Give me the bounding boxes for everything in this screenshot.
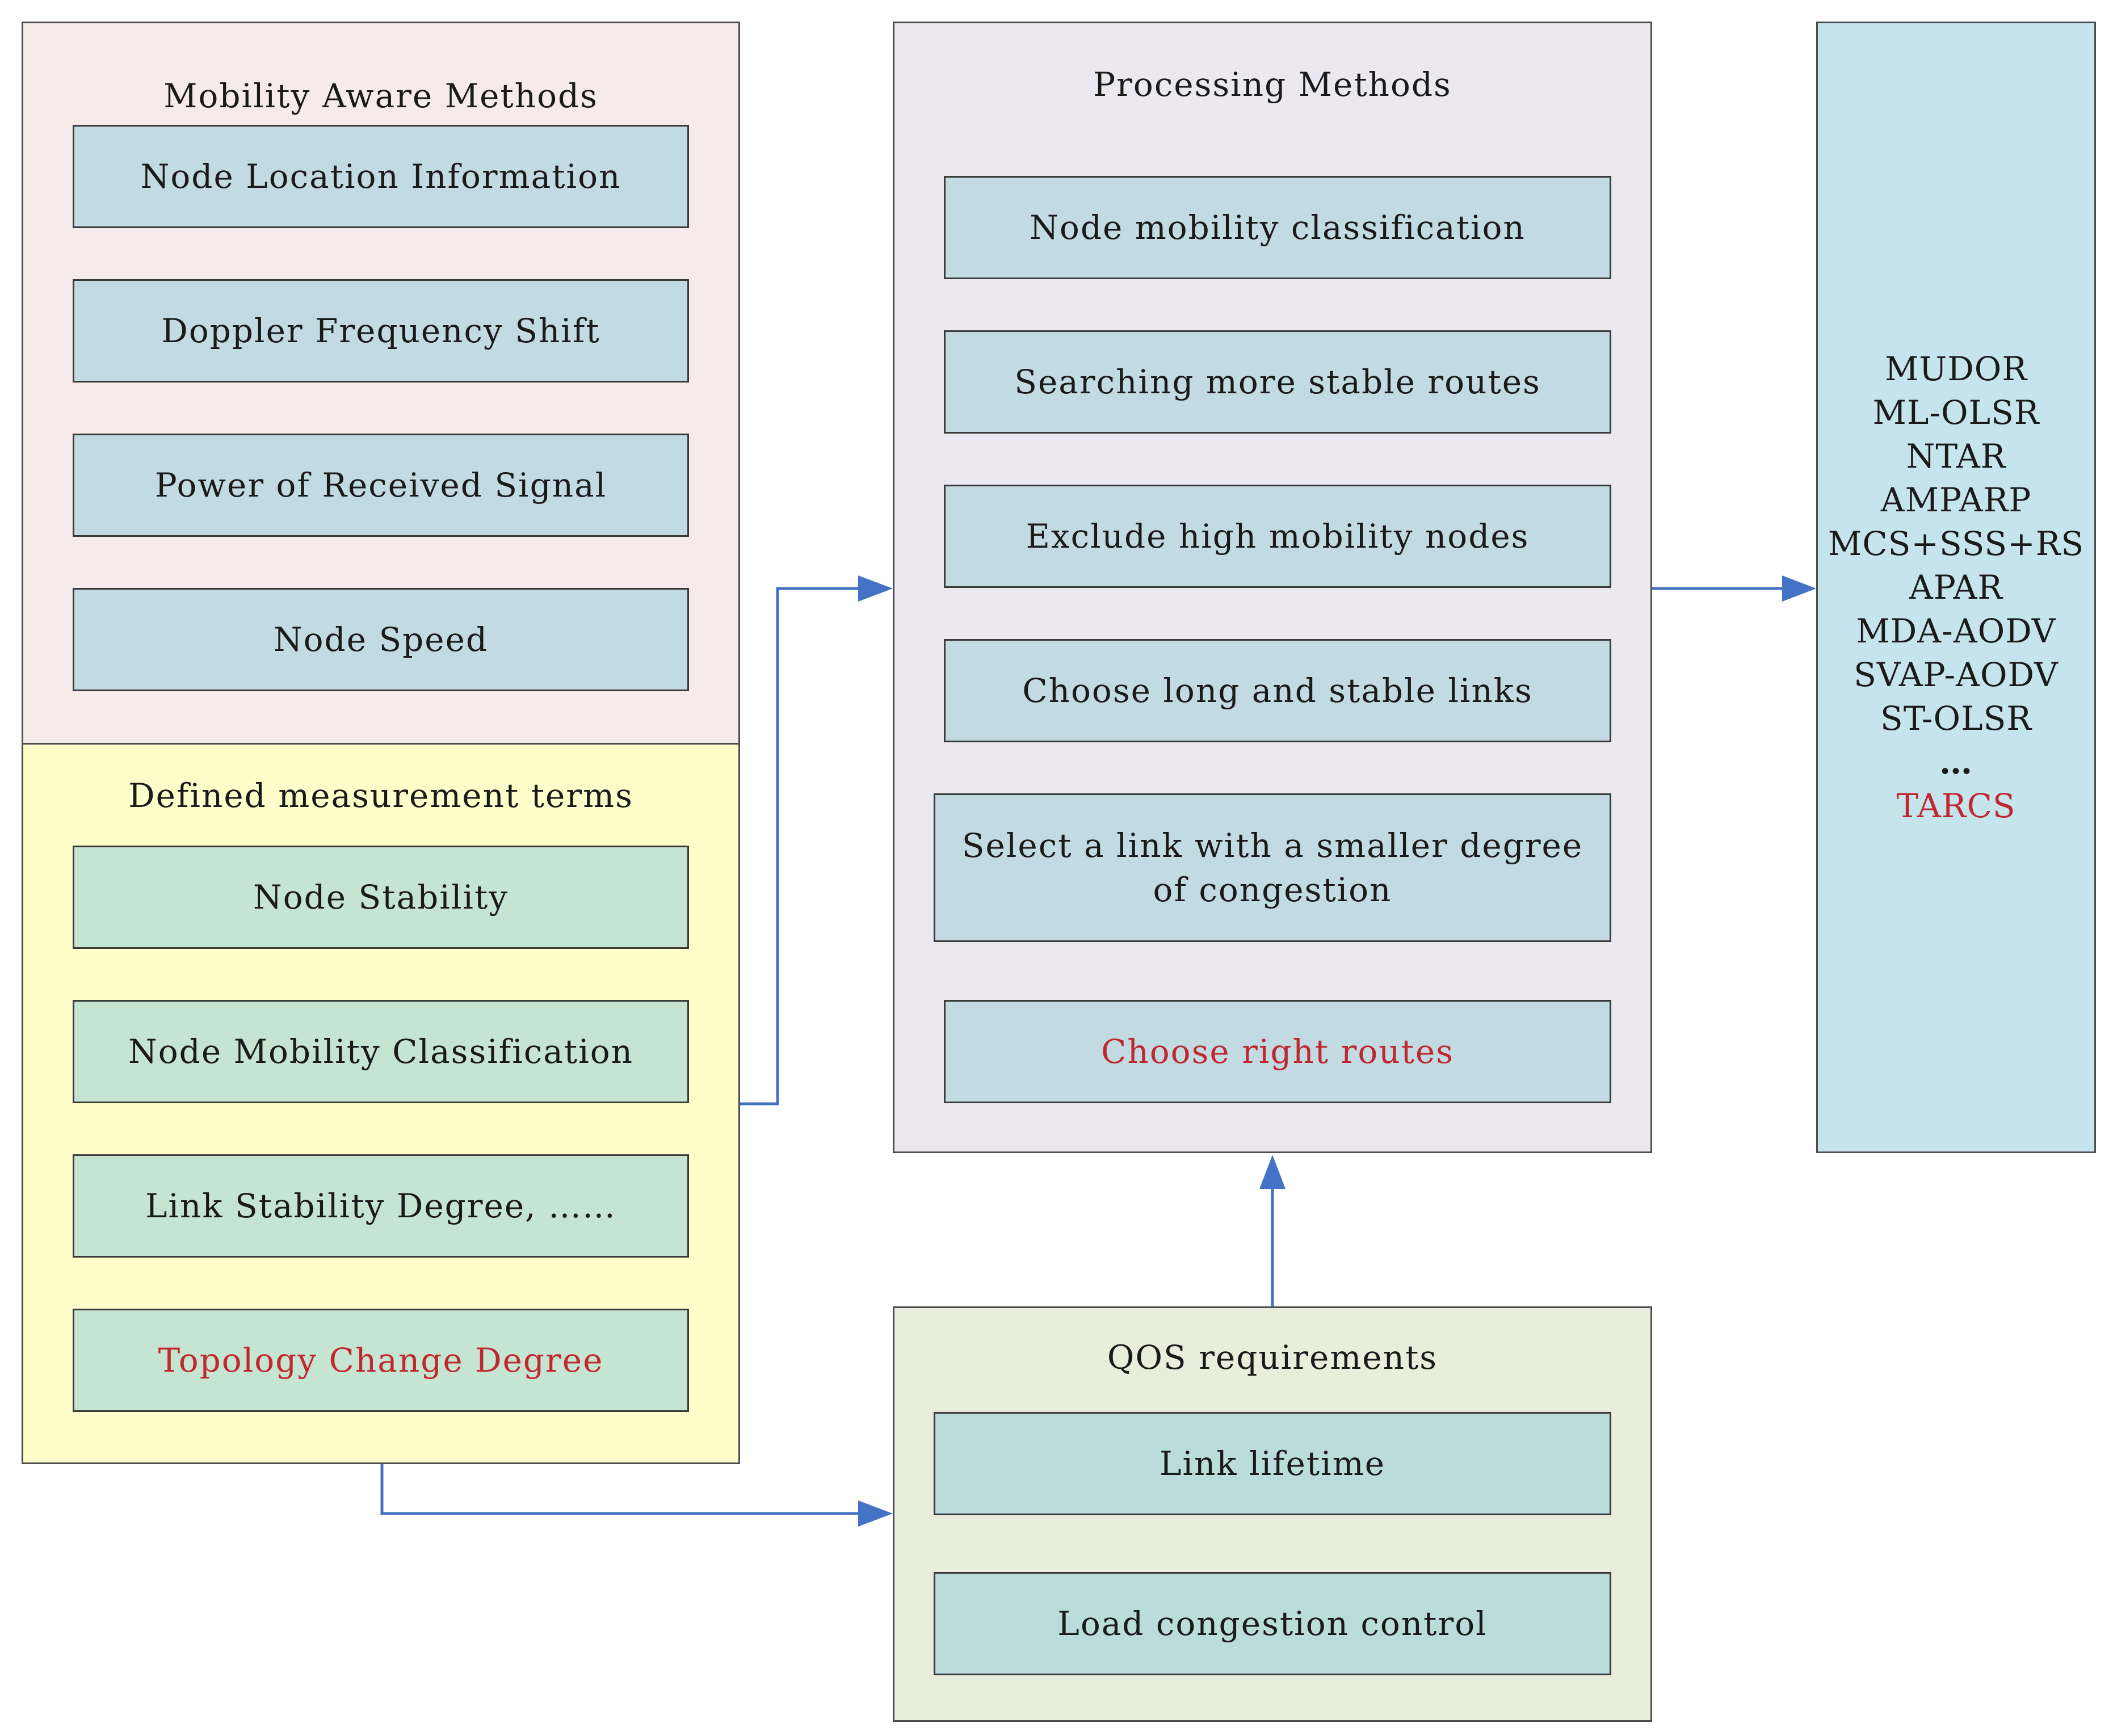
protocol-mda-aodv: MDA-AODV (1856, 611, 2056, 650)
protocol-st-olsr: ST-OLSR (1880, 699, 2032, 738)
arrow-measurement-to-qos (380, 1464, 858, 1515)
protocol-amparp: AMPARP (1880, 480, 2032, 519)
node-stability-box: Node Stability (73, 846, 689, 949)
protocol-apar: APAR (1909, 568, 2003, 607)
protocol-mcs-sss-rs: MCS+SSS+RS (1828, 524, 2085, 563)
arrowhead-protocols (1782, 575, 1816, 602)
node-mobility-classification-step: Node mobility classification (944, 176, 1611, 279)
arrowhead-processing (858, 575, 893, 602)
select-less-congested-link-step: Select a link with a smaller degree of c… (934, 793, 1611, 942)
arrowhead-qos-up (1259, 1155, 1286, 1189)
node-speed-box: Node Speed (73, 588, 689, 691)
node-location-information-box: Node Location Information (73, 125, 689, 228)
power-of-received-signal-box: Power of Received Signal (73, 434, 689, 537)
qos-requirements-title: QOS requirements (1107, 1338, 1438, 1377)
doppler-frequency-shift-box: Doppler Frequency Shift (73, 279, 689, 382)
link-lifetime-box: Link lifetime (934, 1412, 1611, 1515)
mobility-aware-methods-title: Mobility Aware Methods (163, 77, 598, 115)
choose-long-stable-links-step: Choose long and stable links (944, 639, 1611, 742)
protocol-ellipsis: … (1939, 742, 1973, 781)
protocol-mudor: MUDOR (1885, 349, 2027, 388)
protocol-svap-aodv: SVAP-AODV (1854, 655, 2059, 694)
processing-methods-title: Processing Methods (1093, 65, 1452, 104)
defined-measurement-terms-title: Defined measurement terms (128, 776, 633, 815)
link-stability-degree-box: Link Stability Degree, …… (73, 1154, 689, 1258)
topology-change-degree-box: Topology Change Degree (73, 1309, 689, 1412)
protocol-ml-olsr: ML-OLSR (1872, 393, 2040, 432)
protocol-ntar: NTAR (1906, 436, 2006, 476)
arrow-measurement-to-processing (740, 587, 858, 1106)
protocol-tarcs: TARCS (1896, 786, 2016, 825)
load-congestion-control-box: Load congestion control (934, 1572, 1611, 1675)
node-mobility-classification-box: Node Mobility Classification (73, 1000, 689, 1103)
protocols-panel: MUDOR ML-OLSR NTAR AMPARP MCS+SSS+RS APA… (1816, 22, 2096, 1153)
searching-stable-routes-step: Searching more stable routes (944, 330, 1611, 434)
choose-right-routes-step: Choose right routes (944, 1000, 1611, 1103)
arrowhead-qos (858, 1500, 893, 1527)
exclude-high-mobility-nodes-step: Exclude high mobility nodes (944, 485, 1611, 588)
